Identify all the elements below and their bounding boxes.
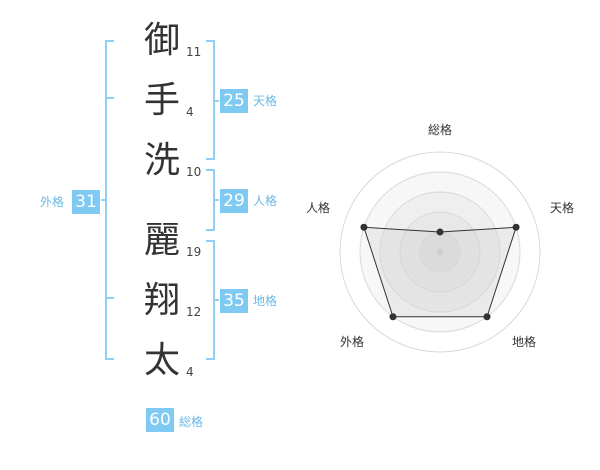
radar-point-2 xyxy=(512,223,520,231)
gaikaku-bracket xyxy=(101,40,114,360)
name-char-1: 御 xyxy=(143,20,180,61)
stroke-count-4: 19 xyxy=(186,245,202,259)
radar-point-1 xyxy=(436,228,444,236)
jinkaku-label: 人格 xyxy=(253,194,278,208)
radar-label-soukaku: 総格 xyxy=(427,123,452,137)
tenkaku-label: 天格 xyxy=(253,94,278,108)
tenkaku-bracket xyxy=(206,40,219,160)
jinkaku-bracket xyxy=(206,169,219,231)
name-char-6: 太 xyxy=(143,340,180,381)
name-char-2: 手 xyxy=(143,80,180,121)
chikaku-label: 地格 xyxy=(253,294,278,308)
radar-chart xyxy=(339,151,541,353)
stroke-count-5: 12 xyxy=(186,305,202,319)
name-char-4: 麗 xyxy=(143,220,180,261)
soukaku-label: 総格 xyxy=(179,415,204,429)
gaikaku-label: 外格 xyxy=(40,195,65,209)
gaikaku-value: 31 xyxy=(72,190,100,214)
stroke-count-2: 4 xyxy=(186,105,194,119)
stroke-count-1: 11 xyxy=(186,45,202,59)
chikaku-bracket xyxy=(206,240,219,360)
radar-point-3 xyxy=(483,313,491,321)
radar-center xyxy=(437,249,443,255)
jinkaku-value: 29 xyxy=(220,189,248,213)
name-char-3: 洗 xyxy=(143,140,180,181)
tenkaku-value: 25 xyxy=(220,89,248,113)
radar-polygon xyxy=(363,226,517,318)
radar-label-tenkaku: 天格 xyxy=(549,201,574,215)
name-char-5: 翔 xyxy=(143,280,180,321)
radar-point-5 xyxy=(360,223,368,231)
radar-label-jinkaku: 人格 xyxy=(305,201,330,215)
stroke-count-3: 10 xyxy=(186,165,202,179)
radar-label-chikaku: 地格 xyxy=(511,335,536,349)
stroke-count-6: 4 xyxy=(186,365,194,379)
radar-point-4 xyxy=(389,313,397,321)
chikaku-value: 35 xyxy=(220,289,248,313)
soukaku-value: 60 xyxy=(146,408,174,432)
radar-label-gaikaku: 外格 xyxy=(339,335,364,349)
